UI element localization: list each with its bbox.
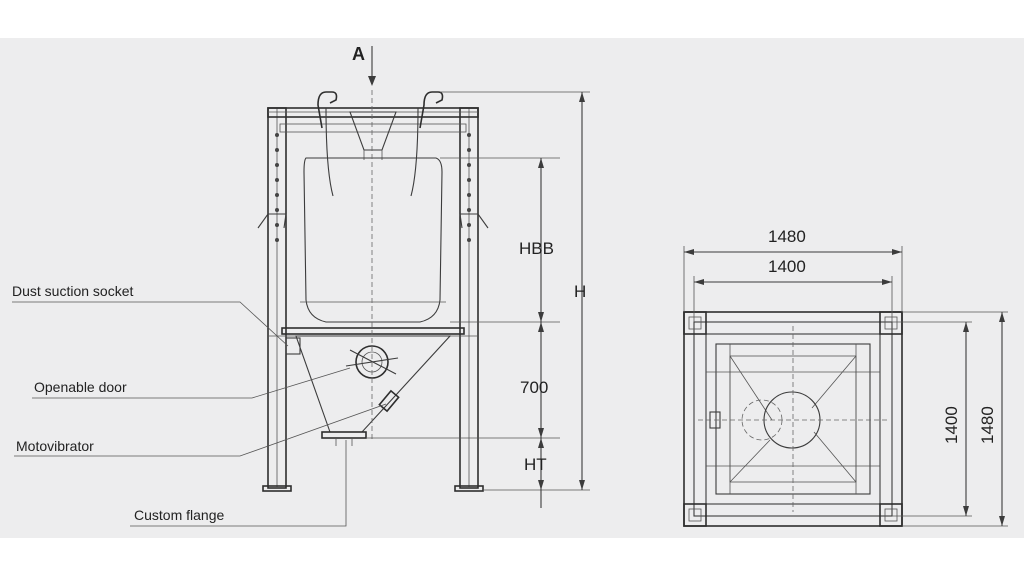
lifting-hook-left [317,91,338,129]
discharge-hopper [295,335,452,433]
top-frame-outer [683,311,903,527]
dimension-lines-front [366,91,590,508]
dim-ht: HT [524,455,547,474]
front-view: A [12,44,590,527]
side-bracket-left [257,213,287,229]
dim-depth-outer: 1480 [978,406,997,444]
drawing-sheet [0,38,1024,538]
label-custom-flange: Custom flange [134,507,224,523]
lifting-hook-right [419,91,444,129]
foot-right [454,485,484,492]
dust-suction-socket [285,337,301,355]
column-holes [275,133,471,242]
frame-top-beam [267,107,479,133]
label-dust-suction-socket: Dust suction socket [12,283,133,299]
motovibrator [378,389,400,413]
view-marker-label: A [352,44,365,64]
dim-hbb: HBB [519,239,554,258]
dim-width-outer: 1480 [768,227,806,246]
top-view: 1480 1400 1400 1480 [683,227,1008,527]
big-bag-body [303,157,443,323]
bag-strap-left [325,107,334,197]
dim-total-height: H [574,282,586,301]
dim-width-inner: 1400 [768,257,806,276]
side-bracket-right [459,213,489,229]
dim-depth-inner: 1400 [942,406,961,444]
bag-strap-right [410,107,419,197]
label-motovibrator: Motovibrator [16,438,94,454]
foot-left [262,485,292,492]
corner-posts [683,311,903,527]
view-marker-arrowhead [368,76,376,86]
leader-lines [12,301,387,527]
dimension-lines-top [683,246,1008,527]
hopper-platform [281,327,465,335]
label-openable-door: Openable door [34,379,127,395]
custom-flange [321,431,367,439]
dim-hopper-height: 700 [520,378,548,397]
